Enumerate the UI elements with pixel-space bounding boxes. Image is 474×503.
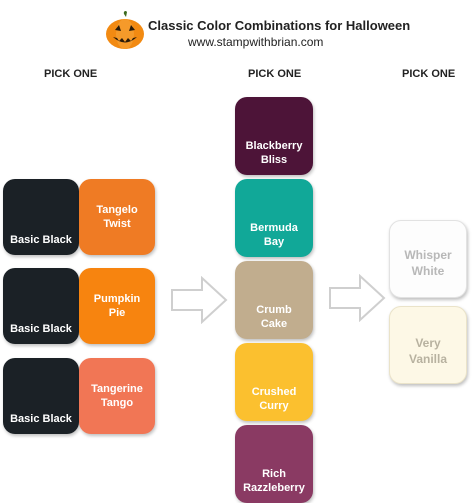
right-column-label: PICK ONE bbox=[402, 68, 456, 80]
right-arrow-icon bbox=[171, 276, 228, 324]
swatch-basic-black-1: Basic Black bbox=[3, 179, 79, 255]
middle-column-label: PICK ONE bbox=[248, 68, 302, 80]
swatch-label: Basic Black bbox=[10, 323, 72, 335]
swatch-label: Basic Black bbox=[10, 234, 72, 246]
right-arrow-icon bbox=[329, 274, 386, 322]
website-url: www.stampwithbrian.com bbox=[188, 35, 324, 49]
jack-o-lantern-icon bbox=[106, 10, 144, 49]
left-column-label: PICK ONE bbox=[44, 68, 98, 80]
page-title: Classic Color Combinations for Halloween bbox=[148, 18, 411, 33]
swatch-label: Basic Black bbox=[10, 413, 72, 425]
swatch-basic-black-3: Basic Black bbox=[3, 358, 79, 434]
swatch-basic-black-2: Basic Black bbox=[3, 268, 79, 344]
